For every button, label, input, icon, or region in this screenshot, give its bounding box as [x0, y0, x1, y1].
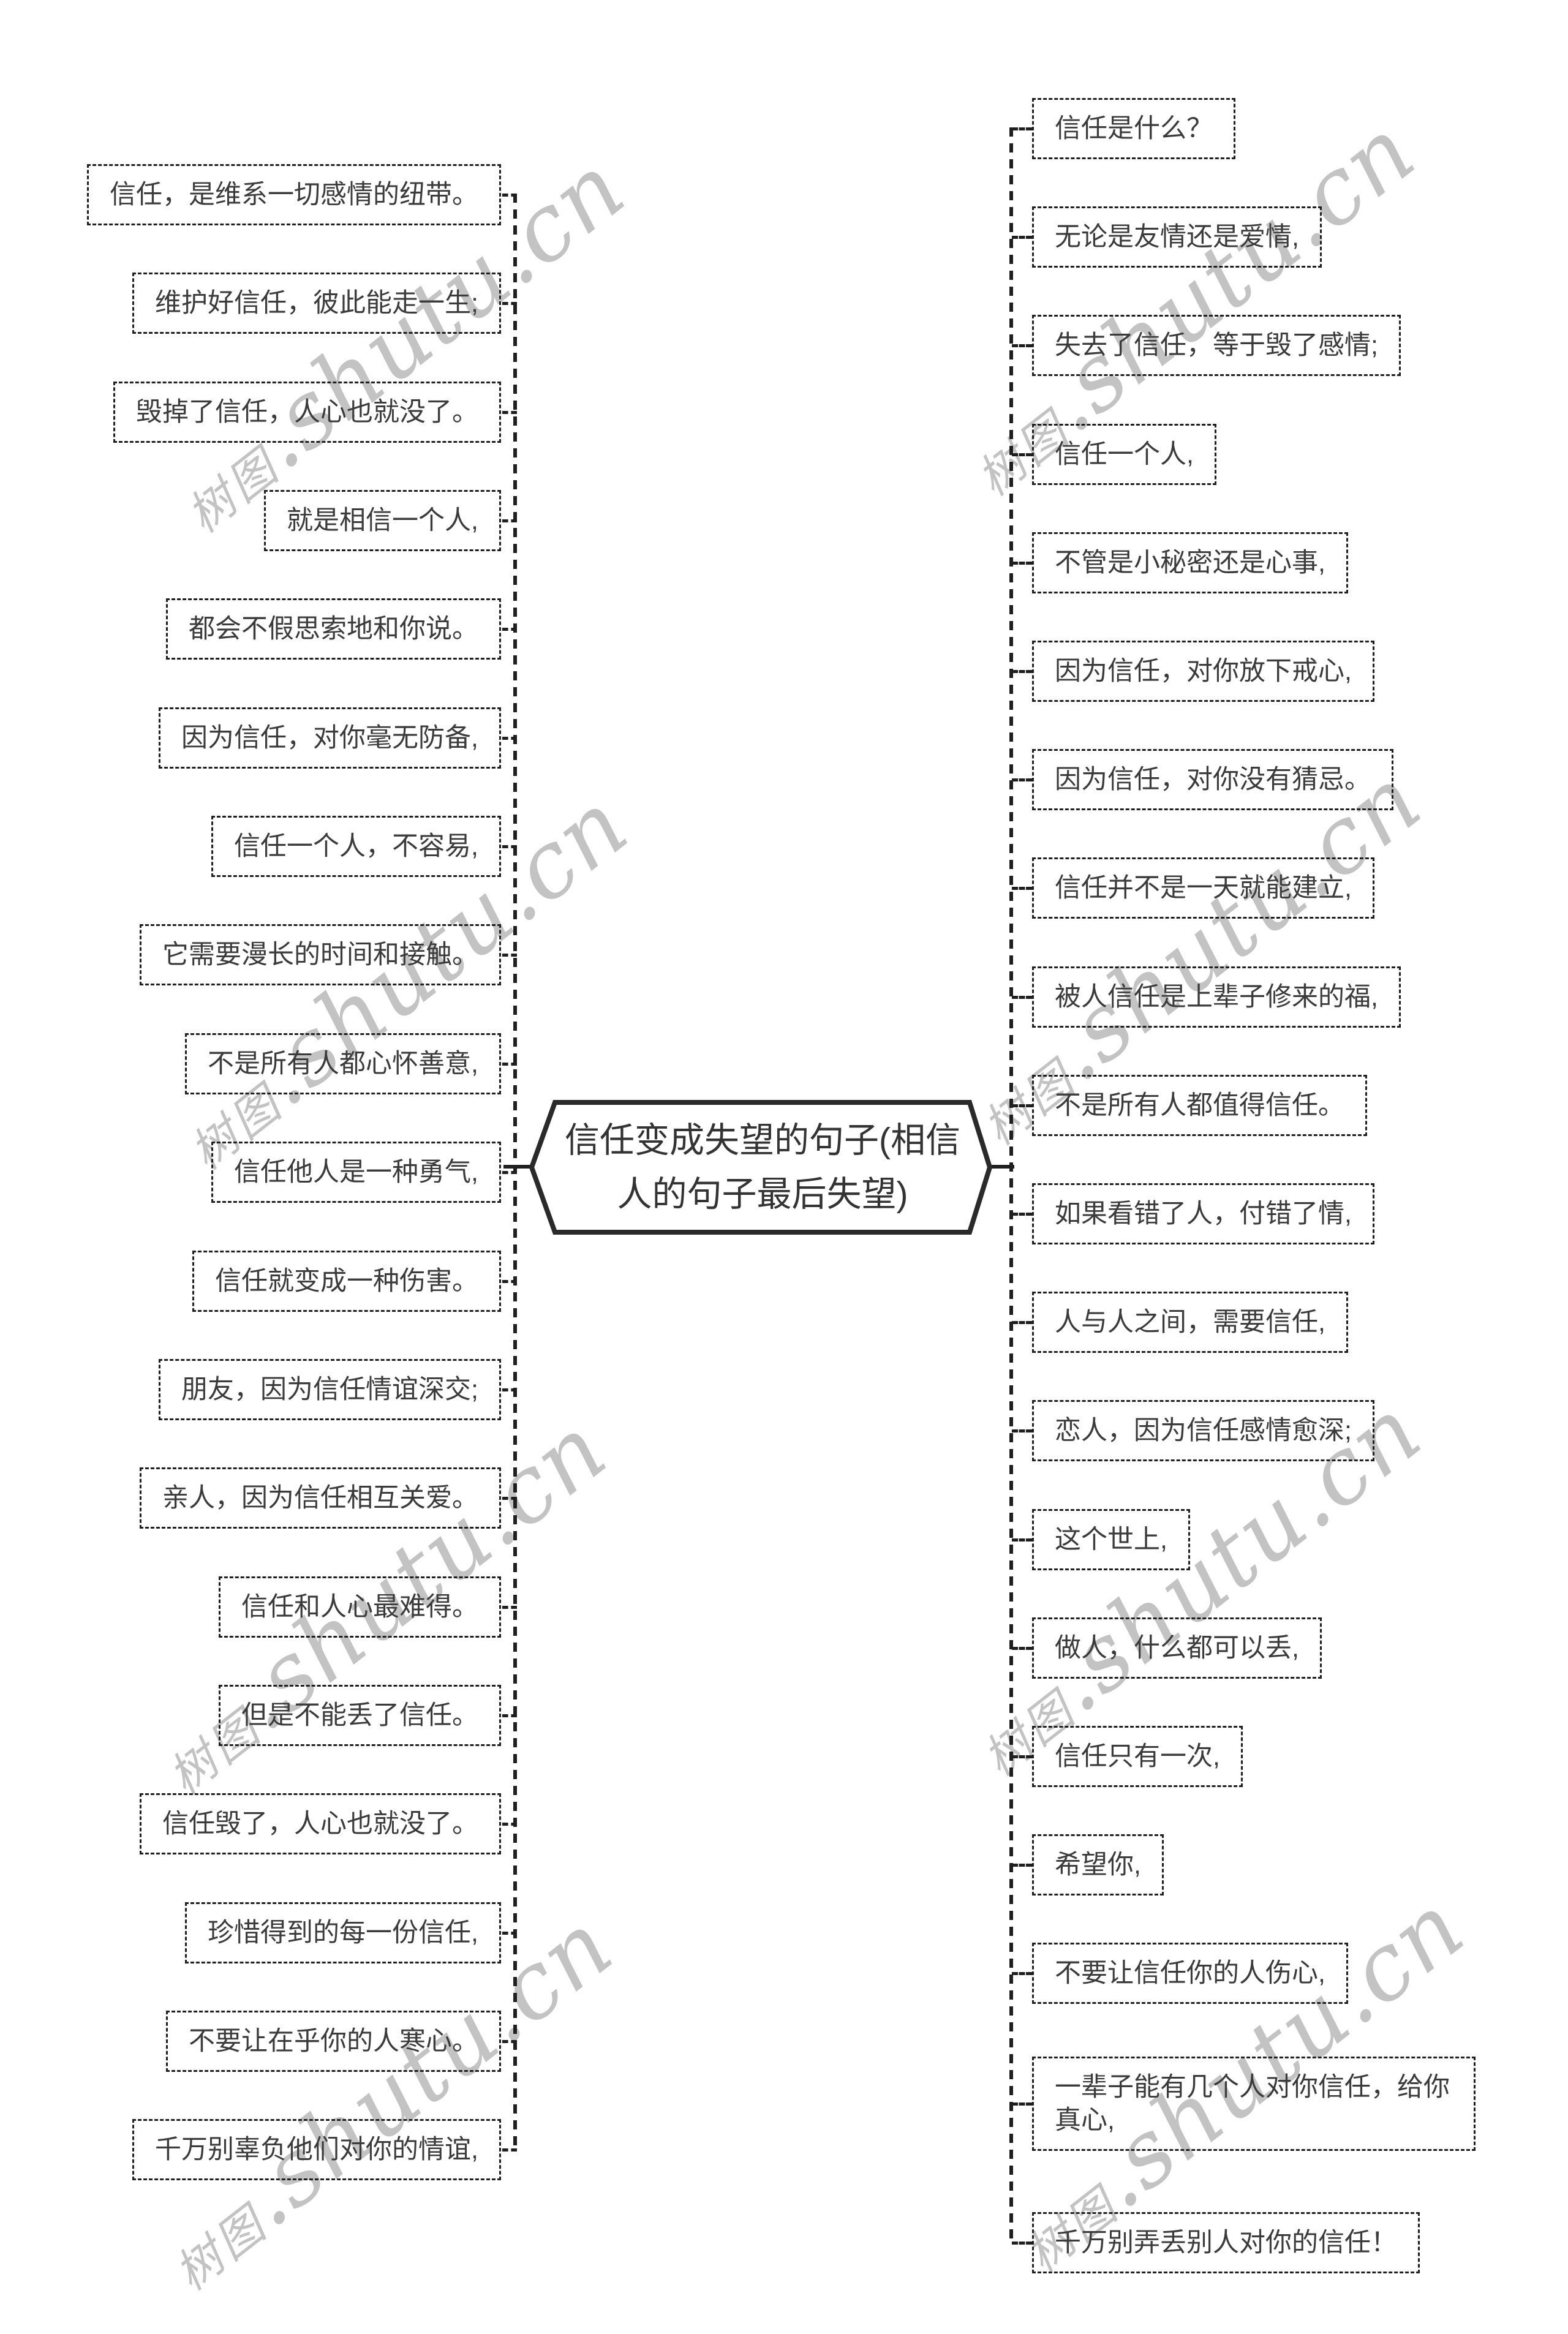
mindmap-leaf-node[interactable]: 信任并不是一天就能建立, — [1032, 857, 1374, 919]
leaf-connector-stub — [1012, 887, 1032, 890]
mindmap-leaf-node[interactable]: 失去了信任，等于毁了感情; — [1032, 315, 1401, 377]
mindmap-leaf-node[interactable]: 维护好信任，彼此能走一生; — [132, 273, 501, 334]
leaf-connector-stub — [1012, 1104, 1032, 1107]
mindmap-leaf-node[interactable]: 希望你, — [1032, 1834, 1164, 1896]
leaf-connector-stub — [1012, 995, 1032, 999]
mindmap-leaf-node[interactable]: 信任和人心最难得。 — [219, 1576, 501, 1638]
mindmap-leaf-node[interactable]: 人与人之间，需要信任, — [1032, 1292, 1348, 1353]
leaf-connector-stub — [1012, 344, 1032, 348]
mindmap-leaf-node[interactable]: 不要让信任你的人伤心, — [1032, 1943, 1348, 2005]
mindmap-leaf-node[interactable]: 信任他人是一种勇气, — [211, 1142, 501, 1203]
leaf-connector-stub — [1012, 1755, 1032, 1758]
leaf-connector-stub — [502, 1714, 517, 1717]
mindmap-leaf-node[interactable]: 都会不假思索地和你说。 — [166, 598, 501, 660]
mindmap-leaf-node[interactable]: 无论是友情还是爱情, — [1032, 206, 1322, 268]
leaf-connector-stub — [502, 1497, 517, 1500]
mindmap-leaf-node[interactable]: 因为信任，对你毫无防备, — [159, 707, 501, 769]
mindmap-leaf-node[interactable]: 不是所有人都值得信任。 — [1032, 1074, 1367, 1136]
mindmap-leaf-node[interactable]: 如果看错了人，付错了情, — [1032, 1183, 1374, 1244]
mindmap-leaf-node[interactable]: 因为信任，对你没有猜忌。 — [1032, 749, 1393, 811]
mindmap-leaf-node[interactable]: 一辈子能有几个人对你信任，给你真心, — [1032, 2057, 1476, 2151]
root-node[interactable]: 信任变成失望的句子(相信人的句子最后失望) — [565, 1121, 960, 1214]
mindmap-leaf-node[interactable]: 恋人，因为信任感情愈深; — [1032, 1400, 1374, 1462]
mindmap-leaf-node[interactable]: 信任一个人, — [1032, 423, 1216, 485]
mindmap-leaf-node[interactable]: 不管是小秘密还是心事, — [1032, 532, 1348, 593]
leaf-connector-stub — [1012, 127, 1032, 130]
mindmap-leaf-node[interactable]: 因为信任，对你放下戒心, — [1032, 641, 1374, 702]
mindmap-leaf-node[interactable]: 不是所有人都心怀善意, — [185, 1033, 501, 1094]
leaf-connector-stub — [502, 1279, 517, 1283]
leaf-connector-stub — [1012, 2102, 1032, 2106]
leaf-connector-stub — [502, 1171, 517, 1175]
leaf-connector-stub — [1012, 1213, 1032, 1216]
leaf-connector-stub — [1012, 1972, 1032, 1976]
leaf-connector-stub — [502, 302, 517, 306]
leaf-connector-stub — [502, 2148, 517, 2152]
leaf-connector-stub — [1012, 1429, 1032, 1433]
leaf-connector-stub — [502, 628, 517, 631]
leaf-connector-stub — [502, 1062, 517, 1066]
leaf-connector-stub — [1012, 1864, 1032, 1867]
mindmap-leaf-node[interactable]: 信任一个人，不容易, — [211, 816, 501, 878]
mindmap-leaf-node[interactable]: 做人，什么都可以丢, — [1032, 1617, 1322, 1679]
leaf-connector-stub — [502, 1388, 517, 1391]
mindmap-leaf-node[interactable]: 信任是什么？ — [1032, 98, 1235, 159]
mindmap-leaf-node[interactable]: 信任只有一次, — [1032, 1726, 1243, 1787]
right-branch-spine — [1009, 127, 1013, 2244]
leaf-connector-stub — [502, 845, 517, 849]
mindmap-leaf-node[interactable]: 这个世上, — [1032, 1508, 1190, 1570]
mindmap-leaf-node[interactable]: 亲人，因为信任相互关爱。 — [140, 1467, 501, 1529]
leaf-connector-stub — [1012, 778, 1032, 782]
leaf-connector-stub — [502, 1605, 517, 1609]
leaf-connector-stub — [1012, 1538, 1032, 1542]
leaf-connector-stub — [502, 954, 517, 957]
leaf-connector-stub — [502, 410, 517, 414]
leaf-connector-stub — [1012, 1646, 1032, 1650]
leaf-connector-stub — [1012, 561, 1032, 565]
leaf-connector-stub — [1012, 453, 1032, 456]
mindmap-leaf-node[interactable]: 珍惜得到的每一份信任, — [185, 1902, 501, 1963]
mindmap-leaf-node[interactable]: 不要让在乎你的人寒心。 — [166, 2010, 501, 2072]
mindmap-leaf-node[interactable]: 信任就变成一种伤害。 — [192, 1250, 501, 1312]
leaf-connector-stub — [1012, 1321, 1032, 1325]
leaf-connector-stub — [502, 194, 517, 197]
mindmap-leaf-node[interactable]: 毁掉了信任，人心也就没了。 — [113, 381, 501, 443]
mindmap-leaf-node[interactable]: 千万别弄丢别人对你的信任！ — [1032, 2212, 1420, 2273]
mindmap-leaf-node[interactable]: 被人信任是上辈子修来的福, — [1032, 966, 1401, 1028]
mindmap-leaf-node[interactable]: 千万别辜负他们对你的情谊, — [132, 2119, 501, 2181]
mindmap-leaf-node[interactable]: 它需要漫长的时间和接触。 — [140, 924, 501, 986]
leaf-connector-stub — [1012, 2242, 1032, 2245]
mindmap-leaf-node[interactable]: 朋友，因为信任情谊深交; — [159, 1358, 501, 1420]
leaf-connector-stub — [502, 519, 517, 523]
mindmap-leaf-node[interactable]: 信任，是维系一切感情的纽带。 — [87, 164, 501, 225]
root-node-shape — [529, 1100, 993, 1235]
mindmap-leaf-node[interactable]: 但是不能丢了信任。 — [219, 1684, 501, 1746]
leaf-connector-stub — [502, 1823, 517, 1826]
root-left-connector — [503, 1165, 535, 1169]
mindmap-leaf-node[interactable]: 信任毁了，人心也就没了。 — [140, 1793, 501, 1855]
leaf-connector-stub — [1012, 236, 1032, 239]
leaf-connector-stub — [502, 1931, 517, 1935]
mindmap-leaf-node[interactable]: 就是相信一个人, — [264, 490, 501, 552]
leaf-connector-stub — [502, 2039, 517, 2043]
root-right-connector — [989, 1165, 1014, 1169]
leaf-connector-stub — [502, 736, 517, 740]
leaf-connector-stub — [1012, 670, 1032, 673]
